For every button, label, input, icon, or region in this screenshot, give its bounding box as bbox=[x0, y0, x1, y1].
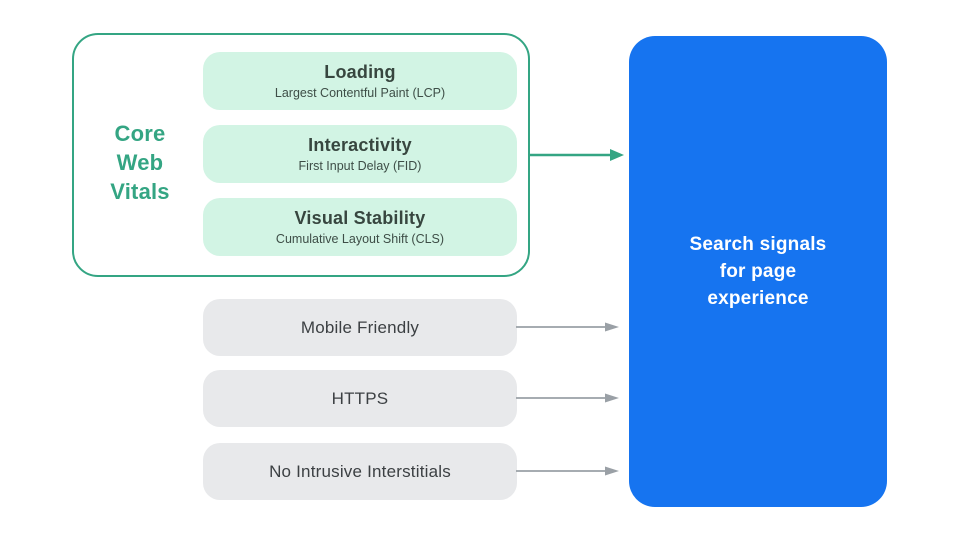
pill-loading-subtitle: Largest Contentful Paint (LCP) bbox=[274, 86, 446, 100]
core-web-vitals-label: Core Web Vitals bbox=[110, 121, 170, 204]
https-arrow-icon bbox=[516, 393, 619, 403]
core-web-vitals-arrow-icon bbox=[528, 149, 624, 161]
pill-visual-stability-subtitle: Cumulative Layout Shift (CLS) bbox=[275, 232, 445, 246]
pill-loading-title: Loading bbox=[324, 62, 396, 82]
no-intrusive-interstitials-arrow-icon bbox=[516, 466, 619, 476]
pill-interactivity-subtitle: First Input Delay (FID) bbox=[298, 159, 422, 173]
pill-mobile-friendly: Mobile Friendly bbox=[203, 299, 517, 356]
pill-no-intrusive-interstitials: No Intrusive Interstitials bbox=[203, 443, 517, 500]
pill-https-label: HTTPS bbox=[331, 388, 389, 408]
pill-interactivity: Interactivity First Input Delay (FID) bbox=[203, 125, 517, 183]
pill-loading: Loading Largest Contentful Paint (LCP) bbox=[203, 52, 517, 110]
pill-visual-stability-title: Visual Stability bbox=[294, 208, 426, 228]
pill-interactivity-title: Interactivity bbox=[308, 135, 412, 155]
search-signals-box: Search signals for page experience bbox=[629, 36, 887, 507]
mobile-friendly-arrow-icon bbox=[516, 322, 619, 332]
pill-no-intrusive-interstitials-label: No Intrusive Interstitials bbox=[269, 461, 451, 481]
pill-mobile-friendly-label: Mobile Friendly bbox=[300, 317, 420, 337]
pill-https: HTTPS bbox=[203, 370, 517, 427]
pill-visual-stability: Visual Stability Cumulative Layout Shift… bbox=[203, 198, 517, 256]
search-signals-label: Search signals for page experience bbox=[689, 234, 827, 309]
